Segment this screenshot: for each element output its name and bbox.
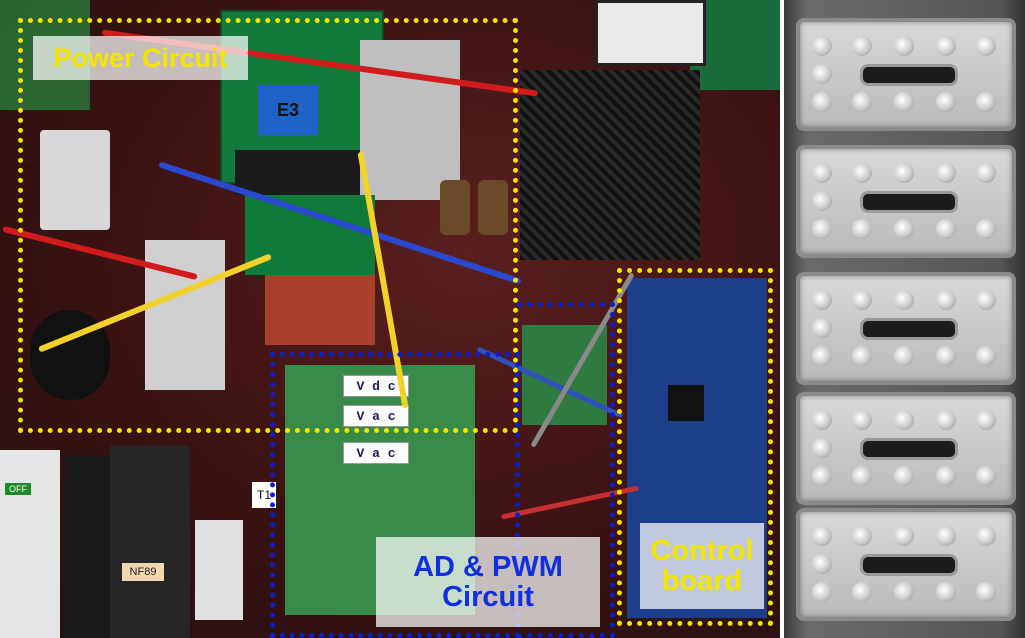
led [976, 526, 996, 546]
photo-divider [780, 0, 784, 638]
led [894, 163, 914, 183]
led [812, 219, 832, 239]
led [936, 582, 956, 602]
led [894, 582, 914, 602]
module-slot [860, 438, 958, 460]
breaker-3 [110, 445, 190, 638]
control-board-box [617, 268, 773, 626]
led-module [796, 508, 1016, 621]
capacitor [440, 180, 470, 235]
led [812, 346, 832, 366]
led [936, 290, 956, 310]
led [976, 36, 996, 56]
power-circuit-box [18, 18, 518, 433]
led-module [796, 392, 1016, 505]
led [894, 466, 914, 486]
power-supply-stack [520, 70, 700, 260]
led [812, 318, 832, 338]
ad-pwm-box-2 [517, 302, 615, 638]
control-text-line1: Control [650, 534, 754, 567]
led [976, 346, 996, 366]
led [852, 526, 872, 546]
aluminium-plate [360, 40, 460, 200]
led [936, 36, 956, 56]
led [812, 92, 832, 112]
led [976, 92, 996, 112]
led [936, 346, 956, 366]
led [812, 36, 832, 56]
led [894, 36, 914, 56]
led [852, 410, 872, 430]
led [812, 163, 832, 183]
led [852, 219, 872, 239]
led [936, 526, 956, 546]
led [976, 290, 996, 310]
proto-board-red [265, 275, 375, 345]
ad-pwm-box [270, 352, 520, 638]
led [812, 554, 832, 574]
led [812, 290, 832, 310]
led [936, 466, 956, 486]
control-board-label: Control board [640, 523, 764, 609]
breaker-4 [195, 520, 243, 620]
led-module [796, 145, 1016, 258]
meter [595, 0, 706, 66]
vac-label-2: V a c [343, 442, 409, 464]
led [936, 219, 956, 239]
led [812, 466, 832, 486]
led [812, 526, 832, 546]
led [852, 346, 872, 366]
led [976, 466, 996, 486]
transformer-e3: E3 [258, 85, 318, 135]
led [894, 526, 914, 546]
power-circuit-label: Power Circuit [33, 36, 248, 80]
led [936, 410, 956, 430]
breaker-1 [0, 450, 60, 638]
led-modules-photo [784, 0, 1025, 638]
module-slot [860, 64, 958, 86]
led [936, 92, 956, 112]
terminal-block [40, 130, 110, 230]
led [894, 219, 914, 239]
led [852, 92, 872, 112]
green-board-2 [245, 195, 375, 275]
led [852, 36, 872, 56]
control-text-line2: board [661, 565, 743, 597]
ad-pwm-label: AD & PWM Circuit [376, 537, 600, 627]
led [812, 582, 832, 602]
led [852, 466, 872, 486]
led [852, 163, 872, 183]
led [812, 191, 832, 211]
ad-pwm-text-line2: Circuit [442, 581, 534, 613]
led [894, 92, 914, 112]
led [812, 64, 832, 84]
led [976, 582, 996, 602]
power-circuit-text: Power Circuit [53, 42, 228, 73]
led [852, 582, 872, 602]
led [894, 346, 914, 366]
capacitor [478, 180, 508, 235]
led [852, 290, 872, 310]
ad-pwm-text-line1: AD & PWM [413, 550, 563, 583]
hardware-photo: E3 V d c V a c V a c OFF NF89 T1 Power C… [0, 0, 780, 638]
led [976, 410, 996, 430]
module-slot [860, 554, 958, 576]
led-module [796, 272, 1016, 385]
processor-chip [668, 385, 704, 421]
vdc-label: V d c [343, 375, 409, 397]
module-slot [860, 318, 958, 340]
breaker-off-tag: OFF [5, 483, 31, 495]
led [936, 163, 956, 183]
led [976, 219, 996, 239]
vac-label-1: V a c [343, 405, 409, 427]
led [976, 163, 996, 183]
led [894, 290, 914, 310]
module-slot [860, 191, 958, 213]
led [812, 410, 832, 430]
led [812, 438, 832, 458]
led-module [796, 18, 1016, 131]
nf89-tag: NF89 [122, 563, 164, 581]
led [894, 410, 914, 430]
